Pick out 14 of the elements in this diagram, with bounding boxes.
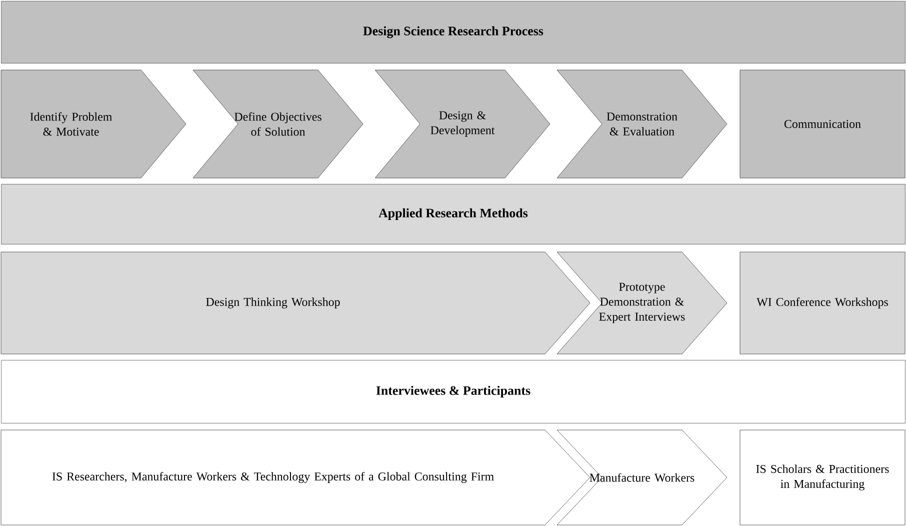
chevron-step: IS Researchers, Manufacture Workers & Technology Experts of a Global Consulting Firm [0, 430, 590, 526]
chevron-step: Manufacture Workers [556, 430, 728, 526]
chevron-step: Design & Development [374, 70, 550, 178]
process-box: WI Conference Workshops [740, 252, 906, 354]
band-header: Design Science Research Process [1, 1, 906, 64]
chevron-step: Demonstration & Evaluation [556, 70, 728, 178]
chevron-step: Identify Problem & Motivate [0, 70, 186, 178]
band-header: Applied Research Methods [1, 184, 906, 244]
chevron-step: Design Thinking Workshop [0, 252, 590, 354]
chevron-step: Prototype Demonstration & Expert Interviews [556, 252, 728, 354]
chevron-step: Define Objectives of Solution [192, 70, 364, 178]
process-box: IS Scholars & Practitioners in Manufacturing [740, 430, 906, 526]
band-header: Interviewees & Participants [1, 360, 906, 424]
process-box: Communication [740, 70, 906, 178]
